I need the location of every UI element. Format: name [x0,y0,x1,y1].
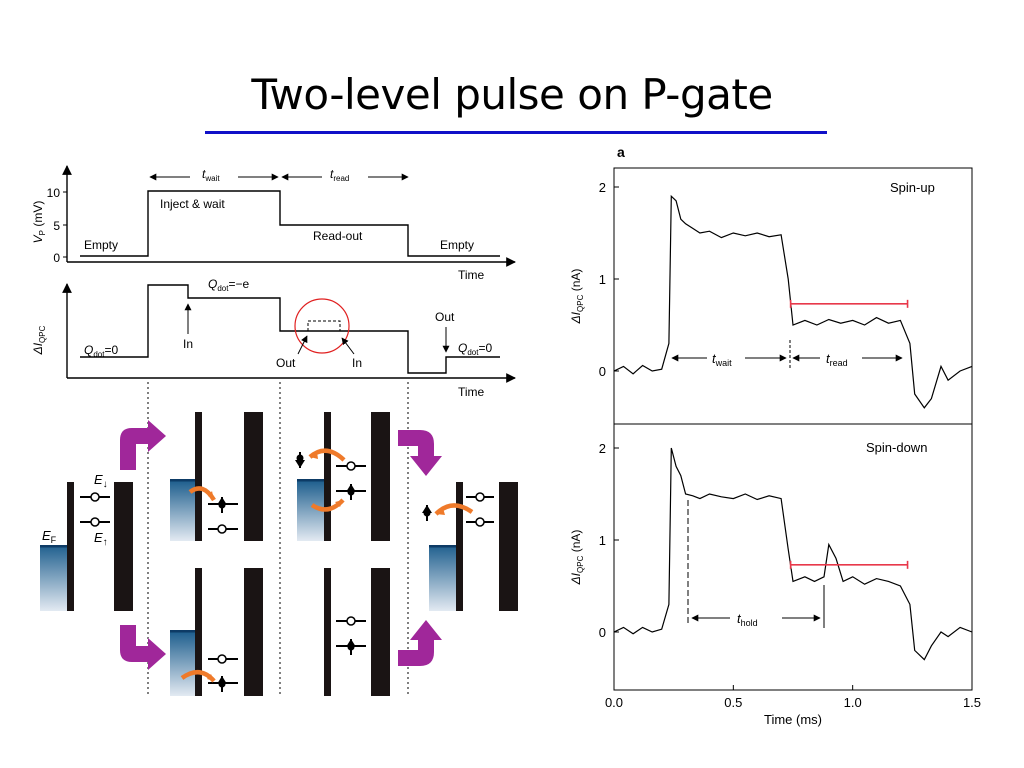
energy-diagram-readout-top [295,412,390,541]
label-out-2: Out [435,310,455,324]
qdot-empty-left: Qdot=0 [84,343,118,359]
chart-spin-up-ytick-1: 1 [599,272,606,287]
t-read-label: tread [330,167,349,183]
label-in-1: In [183,337,193,351]
chart-spin-down-xtick-3: 1.5 [963,695,981,710]
t-wait-label: twait [202,167,220,183]
iqpc-time-label: Time [458,385,485,399]
chart-spin-down-xtick-1: 0.5 [724,695,742,710]
svg-text:ΔIQPC (nA): ΔIQPC (nA) [569,530,585,586]
chart-spin-up-annotation: Spin-up [890,180,935,195]
process-arrows [120,420,442,670]
chart-spin-up-trace [613,194,973,409]
vp-tick-10: 10 [47,186,61,200]
energy-diagram-readout-bottom [324,568,390,696]
chart-spin-down-xtick-0: 0.0 [605,695,623,710]
arrow-inject-down [120,625,166,670]
chart-spin-down-ytick-2: 2 [599,441,606,456]
slide-title: Two-level pulse on P-gate [251,70,773,119]
energy-diagrams: E↓ E↑ EF [40,412,518,696]
energy-diagram-empty-right [422,482,518,611]
chart-spin-down: 0 1 2 0.0 0.5 1.0 1.5 Time (ms) ΔIQPC (n… [569,423,981,727]
arrow-return-down [398,430,442,476]
chart-spin-down-ylabel: ΔIQPC (nA) [569,530,585,586]
chart-spin-down-ytick-1: 1 [599,533,606,548]
vp-label-readout: Read-out [313,229,363,243]
chart-spin-up-yticks [614,186,619,372]
svg-text:ΔIQPC (nA): ΔIQPC (nA) [569,269,585,325]
title-underline [205,131,827,134]
chart-spin-up-twait: twait [712,351,732,368]
vp-pulse-trace [80,190,500,257]
qdot-empty-right: Qdot=0 [458,341,492,357]
chart-spin-down-xlabel: Time (ms) [764,712,822,727]
iqpc-trace [80,284,500,374]
chart-spin-down-thold: thold [737,611,758,628]
vp-tick-5: 5 [53,219,60,233]
chart-spin-down-ytick-0: 0 [599,625,606,640]
iqpc-axis-label: ΔIQPC [31,325,47,355]
fermi-level-label: EF [42,528,57,545]
energy-diagram-inject-bottom [170,568,263,696]
vp-tick-0: 0 [53,251,60,265]
chart-spin-up-ylabel: ΔIQPC (nA) [569,269,585,325]
energy-diagram-empty-left: E↓ E↑ EF [40,472,133,611]
qdot-charged: Qdot=−e [208,277,249,293]
tunnel-blip-dashed [307,320,341,331]
chart-spin-down-yticks [614,447,619,633]
level-e-down: E↓ [94,472,108,490]
vp-time-label: Time [458,268,485,282]
label-in-2: In [352,356,362,370]
chart-spin-up-ytick-2: 2 [599,180,606,195]
tunnel-highlight-circle [294,298,350,354]
level-e-up: E↑ [94,530,108,548]
arrow-inject-up [120,420,166,470]
label-out-1: Out [276,356,296,370]
vp-label-inject: Inject & wait [160,197,225,211]
chart-spin-down-trace [613,447,973,661]
chart-spin-down-xticks [613,685,973,690]
chart-spin-up: a 0 1 2 ΔIQPC (nA) Spin-up twait tread [569,144,973,425]
chart-spin-down-frame [613,423,973,691]
panel-label-a: a [617,144,625,160]
chart-spin-up-tread: tread [826,351,848,368]
energy-diagram-inject-top [170,412,263,541]
chart-spin-up-frame [613,167,973,425]
vp-label-empty-right: Empty [440,238,474,252]
chart-spin-down-annotation: Spin-down [866,440,927,455]
vp-label-empty-left: Empty [84,238,118,252]
iqpc-panel: ΔIQPC Qdot=0 Qdot=−e Qdot=0 In Out In Ou… [31,277,516,399]
vp-pulse-panel: 10 5 0 VP (mV) Empty Inject & wait Read-… [31,165,516,282]
arrow-return-up [398,620,442,666]
chart-spin-up-ytick-0: 0 [599,364,606,379]
vp-axis-label: VP (mV) [31,201,47,244]
svg-text:ΔIQPC: ΔIQPC [31,325,47,355]
svg-text:VP (mV): VP (mV) [31,201,47,244]
chart-spin-down-xtick-2: 1.0 [844,695,862,710]
